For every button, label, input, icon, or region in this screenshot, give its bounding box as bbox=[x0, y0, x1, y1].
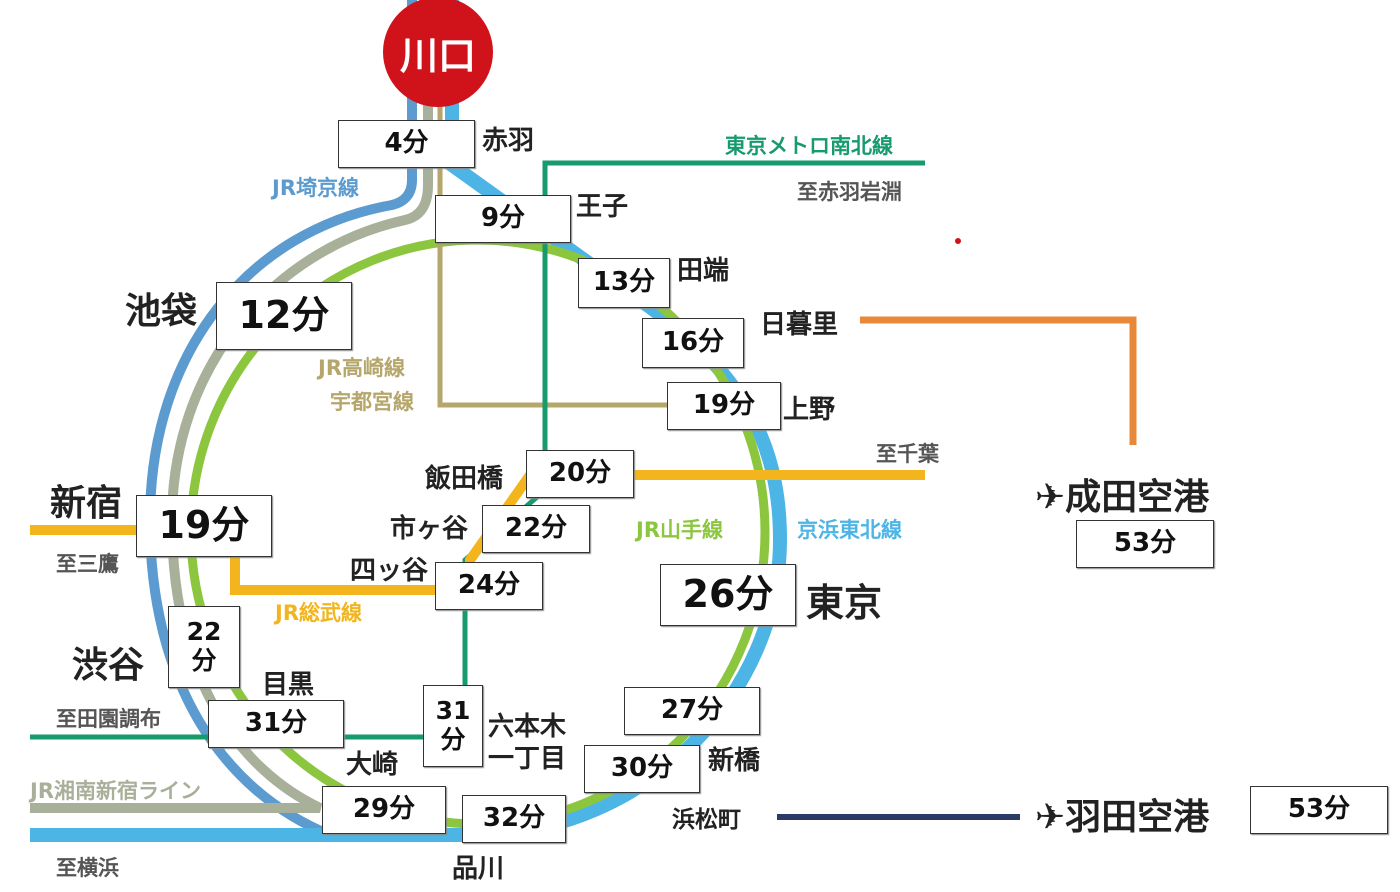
station-shimbashi: 新橋 bbox=[708, 746, 761, 776]
station-tokyo: 東京 bbox=[806, 581, 883, 625]
time-ikebukuro: 12分 bbox=[216, 282, 352, 350]
mitaka-label: 至三鷹 bbox=[56, 552, 119, 576]
time-shinjuku: 19分 bbox=[136, 495, 272, 557]
station-yotsuya: 四ッ谷 bbox=[350, 556, 429, 586]
keihin-line-label: 京浜東北線 bbox=[797, 518, 902, 542]
saikyo-line-label: JR埼京線 bbox=[272, 176, 359, 200]
time-shimbashi: 27分 bbox=[624, 687, 760, 735]
yamanote-line-label: JR山手線 bbox=[636, 518, 723, 542]
time-roppongi-num: 31 bbox=[435, 696, 471, 726]
sobu-line-label: JR総武線 bbox=[275, 601, 362, 625]
station-hamamatsucho: 浜松町 bbox=[672, 807, 741, 833]
time-yotsuya: 24分 bbox=[435, 562, 543, 610]
time-hamamatsucho: 30分 bbox=[584, 745, 700, 793]
station-ueno: 上野 bbox=[783, 395, 836, 425]
time-oji: 9分 bbox=[435, 195, 571, 243]
station-oji: 王子 bbox=[576, 192, 629, 222]
time-nippori: 16分 bbox=[642, 318, 744, 368]
station-haneda-airport: ✈羽田空港 bbox=[1035, 797, 1210, 838]
kawaguchi-origin-marker: 川口 bbox=[383, 0, 493, 107]
time-tokyo: 26分 bbox=[660, 564, 796, 626]
station-ichigaya: 市ヶ谷 bbox=[390, 514, 469, 544]
time-ichigaya: 22分 bbox=[482, 505, 590, 553]
station-meguro: 目黒 bbox=[262, 670, 315, 700]
station-iidabashi: 飯田橋 bbox=[425, 464, 504, 494]
time-iidabashi: 20分 bbox=[526, 450, 634, 498]
time-narita-airport: 53分 bbox=[1076, 520, 1214, 568]
time-shibuya: 22 分 bbox=[168, 606, 240, 688]
denenchofu-label: 至田園調布 bbox=[56, 707, 161, 731]
time-shibuya-num: 22 bbox=[186, 617, 222, 647]
chiba-label: 至千葉 bbox=[876, 442, 939, 466]
time-meguro: 31分 bbox=[208, 700, 344, 748]
takasaki-line-label: JR高崎線 bbox=[318, 356, 405, 380]
station-roppongi-line1: 六本木 bbox=[488, 712, 567, 742]
yokohama-label: 至横浜 bbox=[56, 856, 119, 880]
station-narita-airport: ✈成田空港 bbox=[1035, 477, 1210, 518]
shonan-line-label: JR湘南新宿ライン bbox=[30, 779, 201, 803]
namboku-line-label: 東京メトロ南北線 bbox=[725, 134, 893, 158]
red-dot-marker bbox=[955, 238, 961, 244]
station-shinagawa: 品川 bbox=[452, 854, 505, 884]
time-shibuya-unit: 分 bbox=[191, 646, 217, 675]
station-tabata: 田端 bbox=[677, 256, 730, 286]
narita-access-line bbox=[860, 316, 1137, 445]
station-nippori: 日暮里 bbox=[760, 310, 839, 340]
akabane-iwabuchi-label: 至赤羽岩淵 bbox=[797, 180, 902, 204]
time-shinagawa: 32分 bbox=[462, 795, 566, 843]
time-osaki: 29分 bbox=[322, 786, 446, 834]
utsunomiya-line-label: 宇都宮線 bbox=[330, 390, 414, 414]
time-haneda-airport: 53分 bbox=[1250, 786, 1388, 834]
time-tabata: 13分 bbox=[578, 258, 670, 308]
time-roppongi: 31 分 bbox=[423, 685, 483, 767]
time-roppongi-unit: 分 bbox=[440, 725, 466, 754]
time-akabane: 4分 bbox=[338, 120, 475, 168]
station-akabane: 赤羽 bbox=[482, 126, 535, 156]
station-shibuya: 渋谷 bbox=[72, 645, 145, 686]
station-osaki: 大崎 bbox=[346, 750, 399, 780]
time-ueno: 19分 bbox=[667, 382, 781, 430]
station-roppongi-line2: 一丁目 bbox=[488, 744, 567, 774]
station-shinjuku: 新宿 bbox=[50, 483, 123, 524]
saikyo-line bbox=[30, 0, 417, 840]
station-ikebukuro: 池袋 bbox=[125, 291, 198, 332]
